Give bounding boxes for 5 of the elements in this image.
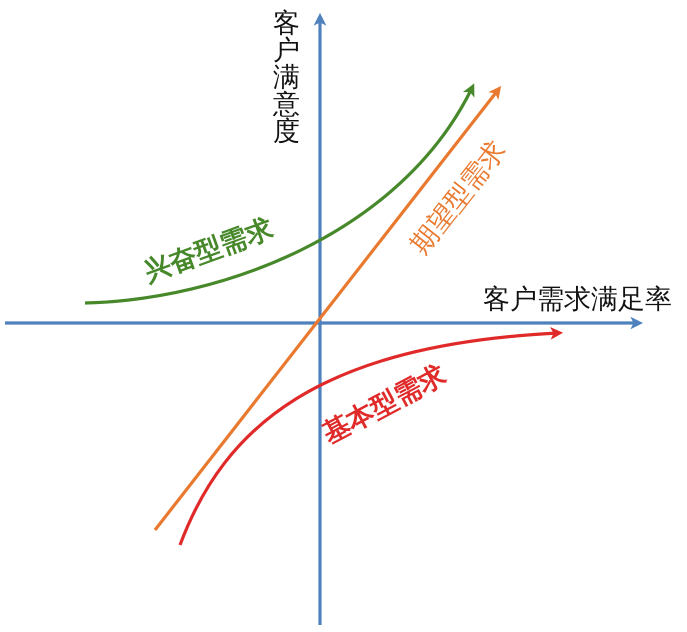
curve-label: 兴奋型需求 xyxy=(140,214,276,286)
axis-label: 客户需求满足率 xyxy=(483,286,672,313)
line-label: 期望型需求 xyxy=(406,136,510,258)
curve-label: 基本型需求 xyxy=(318,360,450,448)
axis-label: 客户满意度 xyxy=(273,10,300,145)
